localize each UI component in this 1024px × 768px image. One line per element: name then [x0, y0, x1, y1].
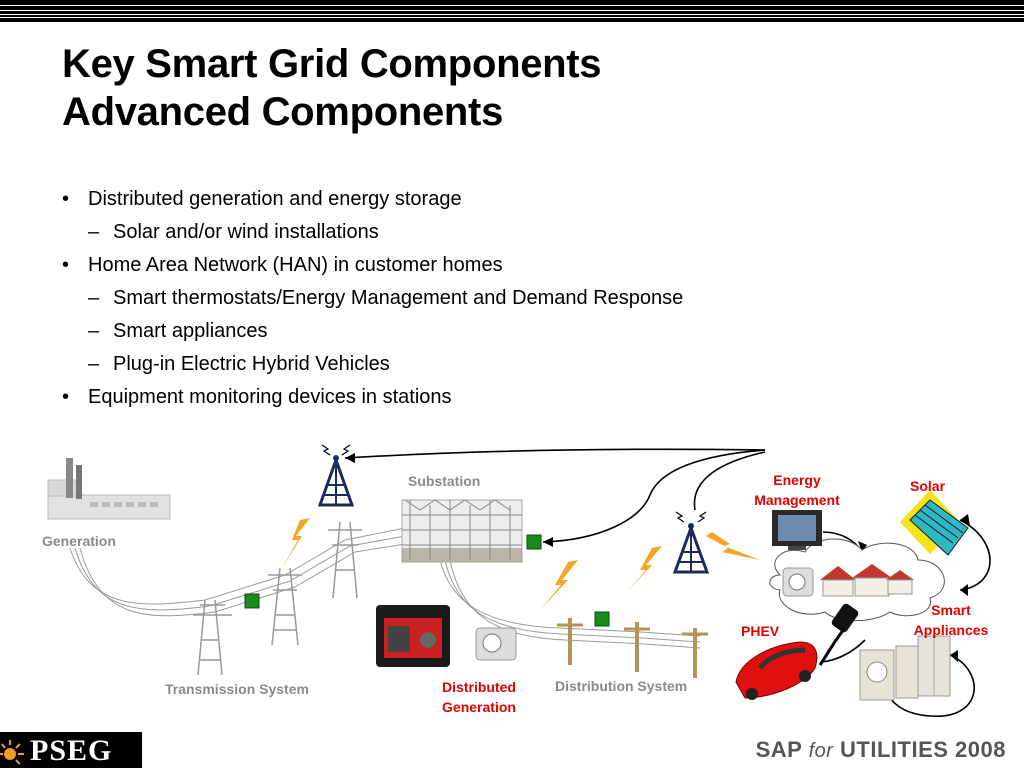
radio-tower-icon — [672, 511, 710, 574]
bullet-item: •Equipment monitoring devices in station… — [62, 386, 452, 408]
sub-bullet-item: –Plug-in Electric Hybrid Vehicles — [88, 353, 390, 375]
sensor-icon — [244, 534, 610, 627]
sap-utilities-logo: SAP for UTILITIES 2008 — [755, 737, 1006, 762]
bullet-item: •Distributed generation and energy stora… — [62, 188, 462, 210]
meter-icon — [782, 567, 814, 597]
house-icon — [820, 564, 914, 597]
communication-links — [344, 448, 991, 717]
substation-icon — [401, 499, 523, 563]
solar-label: Solar — [910, 478, 946, 494]
radio-tower-icon — [317, 444, 355, 507]
energy-management-screen-icon — [772, 510, 822, 550]
substation-label: Substation — [408, 473, 481, 489]
transmission-tower-icon — [193, 521, 362, 676]
sub-bullet-item: –Solar and/or wind installations — [88, 221, 379, 243]
electric-plug-icon — [818, 603, 859, 666]
sub-bullet-item: –Smart thermostats/Energy Management and… — [88, 287, 684, 309]
meter-icon — [475, 627, 517, 661]
utility-pole-icon — [568, 618, 697, 678]
arrowheads — [345, 453, 970, 662]
pseg-logo: PSEG — [0, 732, 142, 768]
sunburst-icon — [0, 740, 24, 765]
transmission-system-label: Transmission System — [165, 681, 309, 697]
power-plant-icon — [47, 458, 171, 520]
top-border-bar — [0, 0, 1024, 22]
distribution-system-label: Distribution System — [555, 678, 688, 694]
smart-appliances-label: Smart Appliances — [913, 602, 989, 638]
phev-label: PHEV — [741, 623, 780, 639]
title-line-1: Key Smart Grid Components — [62, 42, 602, 86]
bullet-item: •Home Area Network (HAN) in customer hom… — [62, 254, 503, 276]
title-line-2: Advanced Components — [62, 90, 504, 134]
power-lines — [69, 527, 701, 649]
generation-label: Generation — [42, 533, 116, 549]
energy-management-label: Energy Management — [754, 472, 840, 508]
sub-bullet-item: –Smart appliances — [88, 320, 268, 342]
car-icon — [735, 641, 818, 700]
pseg-logo-text: PSEG — [30, 734, 113, 767]
generator-icon — [376, 605, 450, 667]
appliance-icon — [859, 635, 951, 701]
distributed-generation-label: Distributed Generation — [442, 679, 516, 715]
solar-panel-icon — [900, 490, 969, 556]
lightning-icon — [282, 518, 760, 610]
slide-title: Key Smart Grid Components Advanced Compo… — [62, 40, 602, 136]
